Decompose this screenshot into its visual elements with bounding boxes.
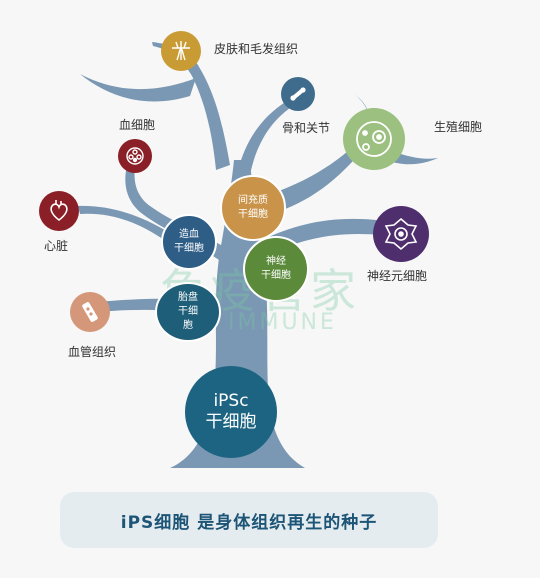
vascular-tissue-icon [70, 292, 110, 332]
germ-cell-icon [343, 108, 405, 170]
branch-heart [78, 205, 168, 240]
blood-cell-icon [118, 139, 152, 173]
mesenchymal-stem-cell-node: 间充质 干细胞 [220, 175, 286, 241]
hematopoietic-stem-cell-label: 造血 干细胞 [174, 229, 204, 254]
caption-banner: iPS细胞 是身体组织再生的种子 [60, 492, 438, 548]
neuron-icon [373, 206, 429, 262]
bone-joint-label: 骨和关节 [282, 121, 331, 135]
branch-neuron [262, 218, 392, 256]
neuron-label: 神经元细胞 [367, 269, 428, 283]
tree-trunk [170, 160, 305, 468]
vascular-label: 血管组织 [68, 345, 117, 359]
placental-stem-cell-node: 胎盘 干细 胞 [155, 282, 221, 342]
neural-stem-cell-node: 神经 干细胞 [243, 236, 309, 302]
branch-left-swirl [80, 74, 196, 102]
heart-label: 心脏 [44, 239, 69, 253]
germ-cell-label: 生殖细胞 [434, 120, 483, 134]
placental-stem-cell-label: 胎盘 干细 胞 [178, 292, 198, 331]
root-ipsc-node: iPSc 干细胞 [185, 366, 277, 458]
hair-follicle-icon [161, 31, 201, 71]
watermark-english: IMMUNE [228, 310, 337, 335]
skin-hair-label: 皮肤和毛发组织 [214, 42, 299, 56]
mesenchymal-stem-cell-label: 间充质 干细胞 [238, 195, 268, 220]
bone-joint-icon [281, 77, 315, 111]
neural-stem-cell-label: 神经 干细胞 [261, 256, 291, 281]
heart-icon [39, 191, 79, 231]
blood-cell-label: 血细胞 [119, 118, 156, 132]
root-ipsc-label: iPSc 干细胞 [205, 391, 257, 432]
branch-bone-joint [238, 98, 296, 175]
hematopoietic-stem-cell-node: 造血 干细胞 [161, 214, 217, 270]
